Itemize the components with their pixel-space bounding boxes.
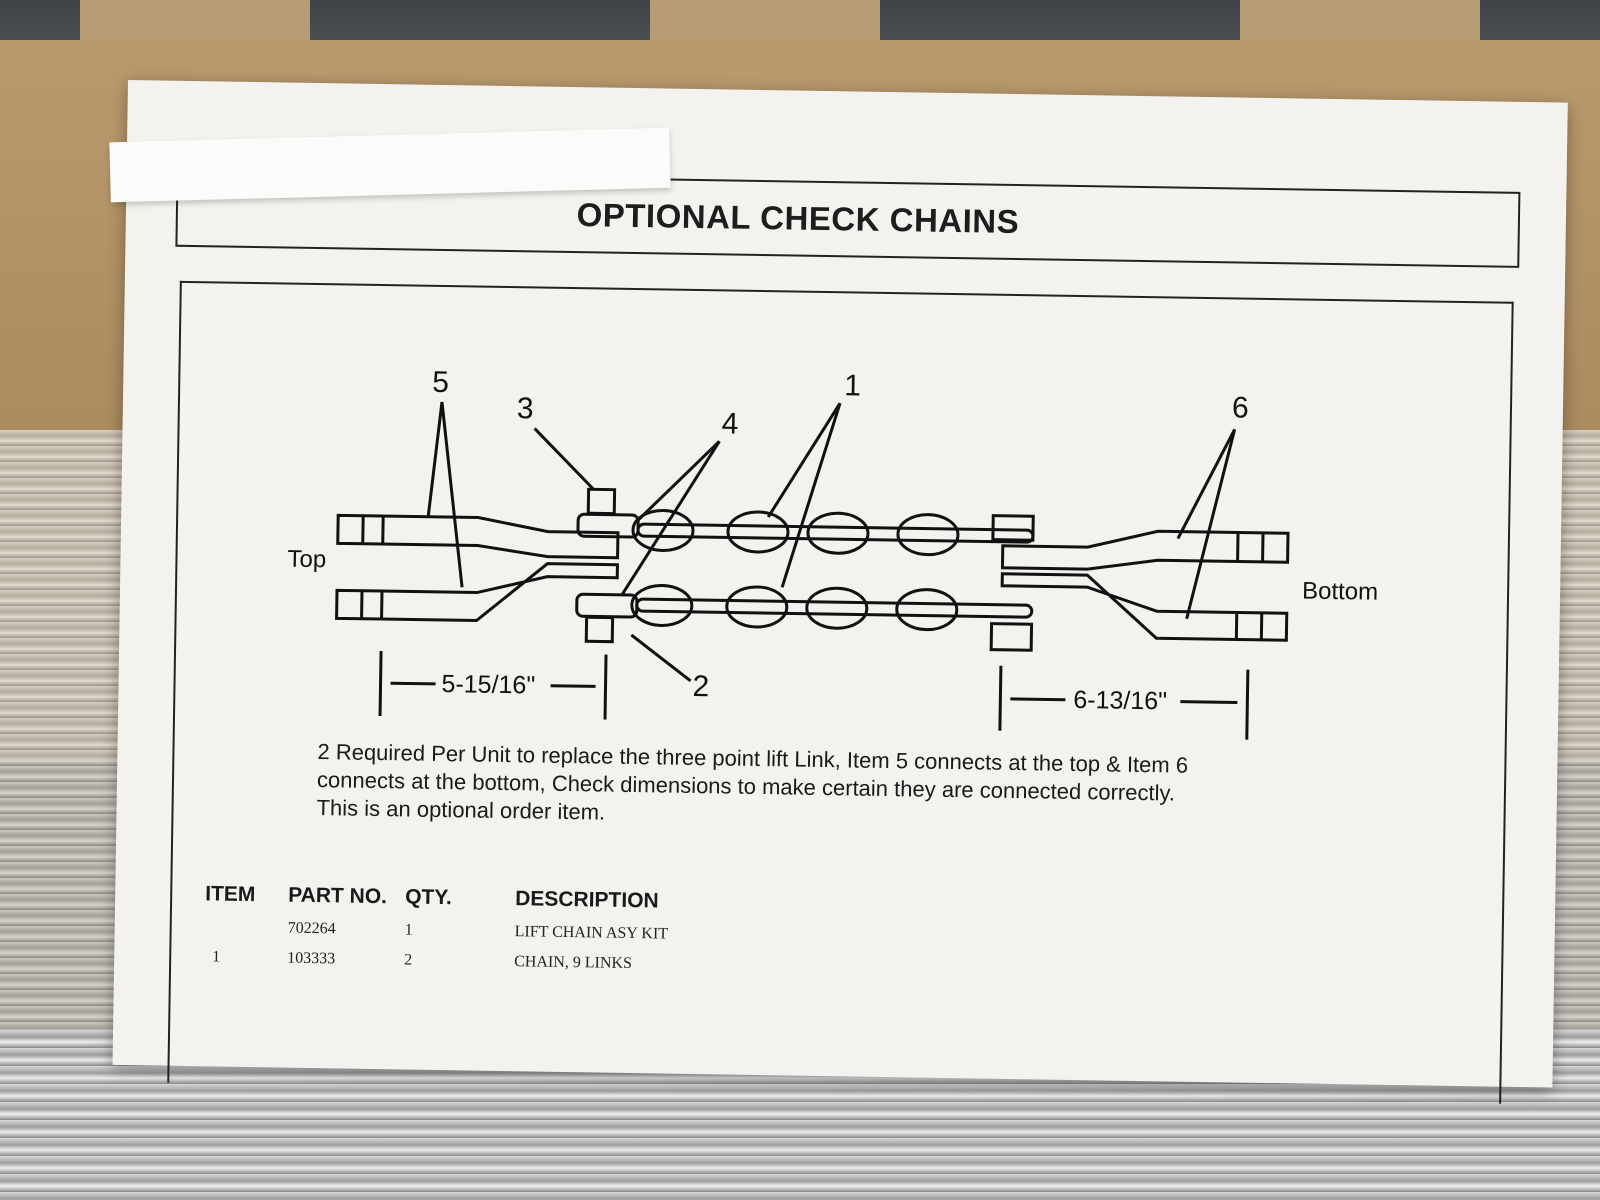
dimension-top-link: 5-15/16" xyxy=(441,670,535,699)
chain-link xyxy=(895,588,959,632)
chain-bar-upper xyxy=(636,522,1035,544)
chain-bar-lower xyxy=(635,597,1034,619)
cell-qty: 1 xyxy=(404,921,413,939)
bottom-link-upper-arm xyxy=(1000,529,1290,571)
callout-4: 4 xyxy=(721,407,738,440)
dimension-bottom-link: 6-13/16" xyxy=(1073,686,1167,715)
callout-6: 6 xyxy=(1232,391,1249,424)
end-label-top: Top xyxy=(287,546,326,574)
cell-item: 1 xyxy=(212,948,221,966)
cell-description: CHAIN, 9 LINKS xyxy=(514,953,633,973)
chain-link xyxy=(630,583,694,627)
bolt-nut-2 xyxy=(584,615,615,644)
cell-qty: 2 xyxy=(404,951,413,969)
bolt-nut-bottom-low xyxy=(989,622,1034,652)
column-header-description: DESCRIPTION xyxy=(515,887,659,913)
cell-item xyxy=(204,912,287,943)
cell-part-no: 702264 xyxy=(287,919,336,938)
clevis-plate-bottom xyxy=(575,592,639,619)
chain-link xyxy=(726,510,790,554)
callout-3: 3 xyxy=(517,392,534,425)
column-header-part-no: PART NO. xyxy=(288,883,388,909)
end-label-bottom: Bottom xyxy=(1302,578,1378,606)
bolt-nut-bottom-top xyxy=(991,514,1035,542)
usage-note: 2 Required Per Unit to replace the three… xyxy=(316,738,1357,838)
top-link-upper-arm xyxy=(336,513,620,560)
callout-5: 5 xyxy=(432,366,449,399)
chain-link xyxy=(725,585,789,629)
instruction-sheet: OPTIONAL CHECK CHAINS xyxy=(112,80,1568,1104)
chain-link xyxy=(631,508,695,552)
chain-link xyxy=(896,513,960,557)
cell-part-no: 103333 xyxy=(287,949,336,968)
cell-description: LIFT CHAIN ASY KIT xyxy=(514,923,669,943)
diagram-frame: 1 2 3 4 5 6 Top Bottom 5-15/16" 6-13/16" xyxy=(167,280,1514,1104)
top-link-lower-arm xyxy=(335,562,619,623)
bottom-link-lower-arm xyxy=(1000,572,1289,642)
chain-link xyxy=(805,586,869,630)
callout-2: 2 xyxy=(692,670,709,703)
bolt-nut-3 xyxy=(586,487,617,516)
chain-link xyxy=(806,511,870,555)
column-header-item: ITEM xyxy=(205,882,256,907)
check-chain-diagram: 1 2 3 4 5 6 Top Bottom 5-15/16" 6-13/16" xyxy=(287,366,1378,740)
page-title: OPTIONAL CHECK CHAINS xyxy=(576,196,1020,241)
parts-table: ITEM PART NO. QTY. DESCRIPTION 702264 1 … xyxy=(204,876,815,982)
callout-1: 1 xyxy=(844,369,861,402)
column-header-qty: QTY. xyxy=(405,885,453,910)
